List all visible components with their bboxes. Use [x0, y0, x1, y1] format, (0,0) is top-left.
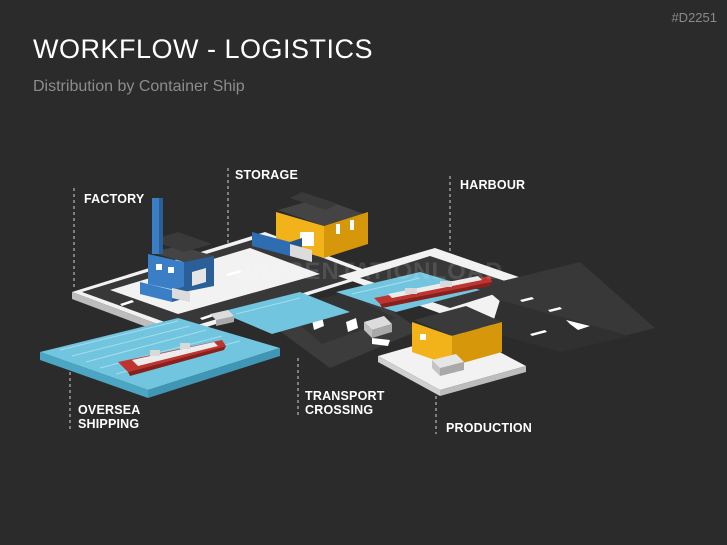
- label-harbour: HARBOUR: [460, 178, 526, 192]
- label-oversea-shipping: OVERSEA SHIPPING: [78, 403, 141, 431]
- label-transport-crossing: TRANSPORT CROSSING: [305, 389, 385, 417]
- page-subtitle: Distribution by Container Ship: [33, 78, 245, 95]
- label-production: PRODUCTION: [446, 421, 533, 435]
- container-ship-oversea: [118, 340, 226, 376]
- container-ship-harbour: [374, 276, 492, 308]
- production-building: [412, 306, 502, 366]
- slide-id: #D2251: [671, 10, 717, 25]
- page-title: WORKFLOW - LOGISTICS: [33, 34, 374, 64]
- factory-truck: [140, 282, 190, 302]
- factory-building: [148, 198, 214, 292]
- storage-truck: [252, 232, 312, 262]
- storage-building: [276, 192, 368, 258]
- production-van: [432, 354, 464, 376]
- crossing-van: [364, 316, 392, 338]
- dock-van: [210, 310, 234, 326]
- watermark-text: PRESENTATIONLOAD: [235, 258, 504, 285]
- label-factory: FACTORY: [84, 192, 145, 206]
- label-storage: STORAGE: [235, 168, 298, 182]
